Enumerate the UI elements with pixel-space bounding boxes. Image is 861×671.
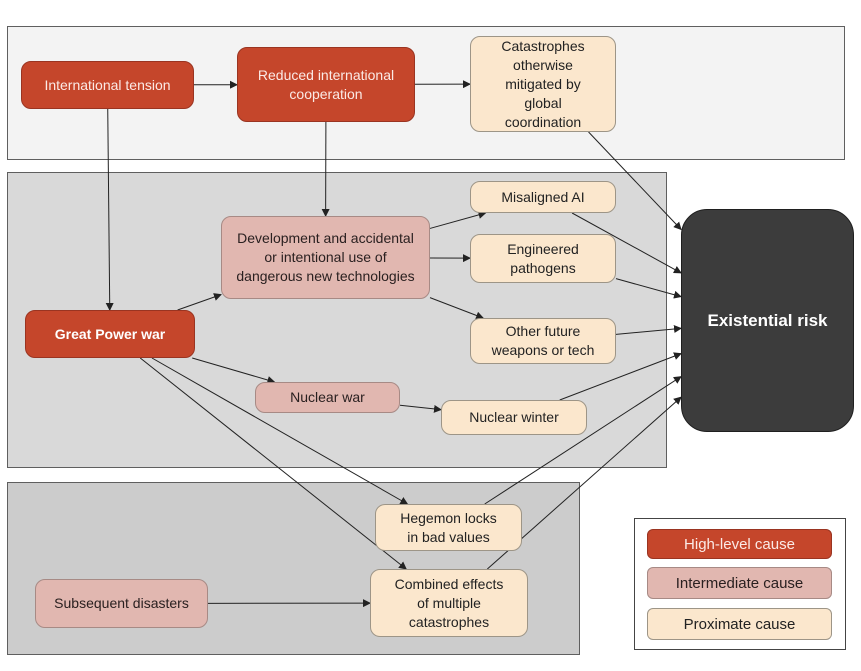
node-nuclear-war: Nuclear war bbox=[255, 382, 400, 413]
legend-high-level: High-level cause bbox=[647, 529, 832, 559]
node-hegemon: Hegemon locks in bad values bbox=[375, 504, 522, 551]
node-combined-effects: Combined effects of multiple catastrophe… bbox=[370, 569, 528, 637]
node-development-tech: Development and accidental or intentiona… bbox=[221, 216, 430, 299]
legend-intermediate: Intermediate cause bbox=[647, 567, 832, 599]
node-subsequent-disasters: Subsequent disasters bbox=[35, 579, 208, 628]
node-engineered-pathogens: Engineered pathogens bbox=[470, 234, 616, 283]
legend-proximate: Proximate cause bbox=[647, 608, 832, 640]
node-nuclear-winter: Nuclear winter bbox=[441, 400, 587, 435]
node-international-tension: International tension bbox=[21, 61, 194, 109]
node-catastrophes-mitigated: Catastrophes otherwise mitigated by glob… bbox=[470, 36, 616, 132]
node-misaligned-ai: Misaligned AI bbox=[470, 181, 616, 213]
node-great-power-war: Great Power war bbox=[25, 310, 195, 358]
node-existential-risk: Existential risk bbox=[681, 209, 854, 432]
node-other-weapons: Other future weapons or tech bbox=[470, 318, 616, 364]
legend: High-level cause Intermediate cause Prox… bbox=[634, 518, 846, 650]
node-reduced-cooperation: Reduced international cooperation bbox=[237, 47, 415, 122]
